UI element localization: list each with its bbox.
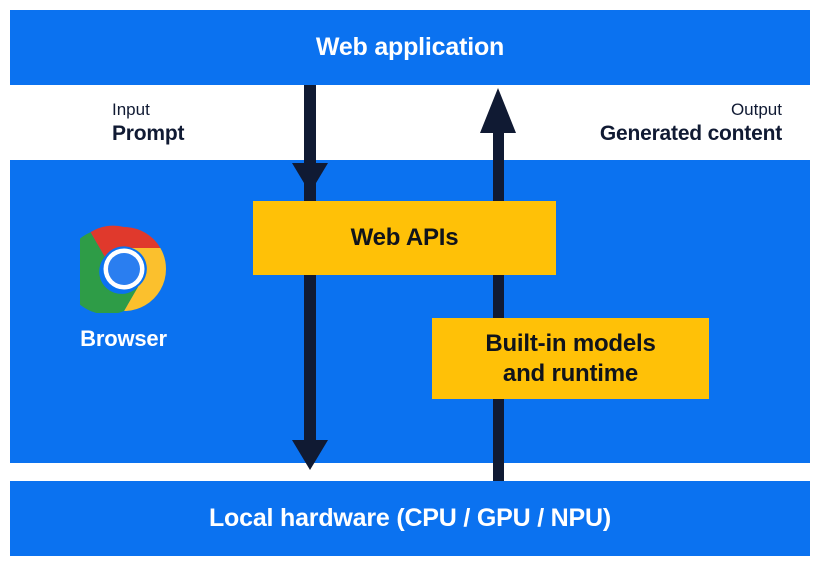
flow-input-kind: Input [112, 100, 150, 119]
box-builtin-models: Built-in models and runtime [432, 318, 709, 399]
band-local-hardware: Local hardware (CPU / GPU / NPU) [10, 481, 810, 556]
flow-output: Output Generated content [600, 100, 782, 146]
box-builtin-models-line1: Built-in models [485, 330, 656, 358]
box-web-apis-label: Web APIs [350, 224, 459, 252]
flow-input-value: Prompt [112, 121, 185, 145]
flow-output-value: Generated content [599, 121, 782, 145]
box-builtin-models-label: Built-in models and runtime [485, 329, 656, 388]
box-builtin-models-line2: and runtime [502, 359, 639, 387]
band-web-application: Web application [10, 10, 810, 85]
browser-label: Browser [80, 326, 167, 351]
flow-output-kind: Output [730, 100, 782, 119]
box-web-apis: Web APIs [253, 201, 556, 275]
chrome-logo-icon [60, 225, 187, 318]
browser-group: Browser [60, 225, 187, 352]
flow-input: Input Prompt [112, 100, 185, 146]
band-web-application-label: Web application [315, 33, 505, 61]
band-local-hardware-label: Local hardware (CPU / GPU / NPU) [208, 504, 611, 532]
